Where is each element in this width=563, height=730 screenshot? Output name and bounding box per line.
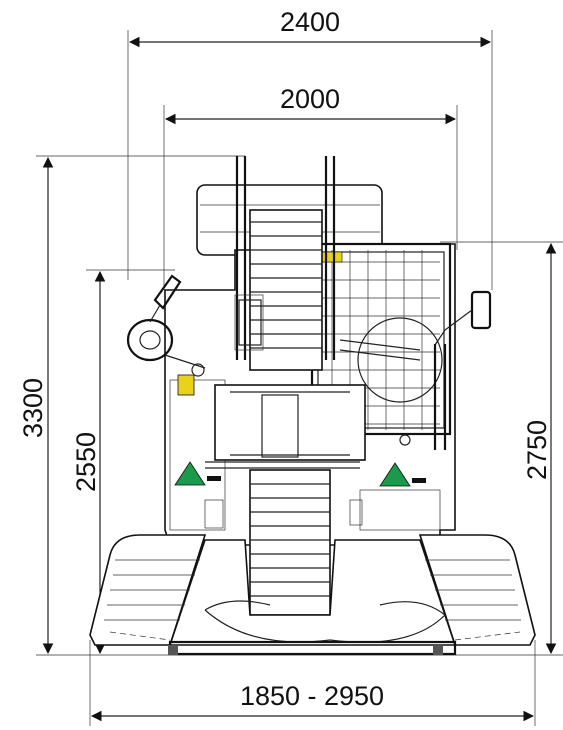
dimension-2550: 2550 — [71, 269, 175, 655]
triangle-logo — [174, 461, 221, 486]
dimension-2750: 2750 — [440, 241, 563, 655]
mirror-icon — [434, 290, 492, 346]
mirror-icon — [126, 274, 206, 396]
dimension-label-2000: 2000 — [280, 84, 340, 114]
central-mast — [205, 156, 366, 616]
machine-front-view — [89, 156, 536, 656]
dimension-label-2750: 2750 — [522, 420, 552, 480]
dimension-2000: 2000 — [163, 84, 458, 290]
dimension-label-3300: 3300 — [18, 378, 48, 438]
dimension-track-width: 1850 - 2950 — [89, 640, 536, 726]
warning-sticker — [177, 374, 195, 396]
triangle-logo — [379, 462, 426, 487]
dimension-2400: 2400 — [127, 7, 493, 290]
dimension-label-2400: 2400 — [280, 7, 340, 37]
dimension-label-track-width: 1850 - 2950 — [240, 681, 384, 711]
dimension-label-2550: 2550 — [71, 432, 101, 492]
crawler-base — [89, 534, 536, 656]
